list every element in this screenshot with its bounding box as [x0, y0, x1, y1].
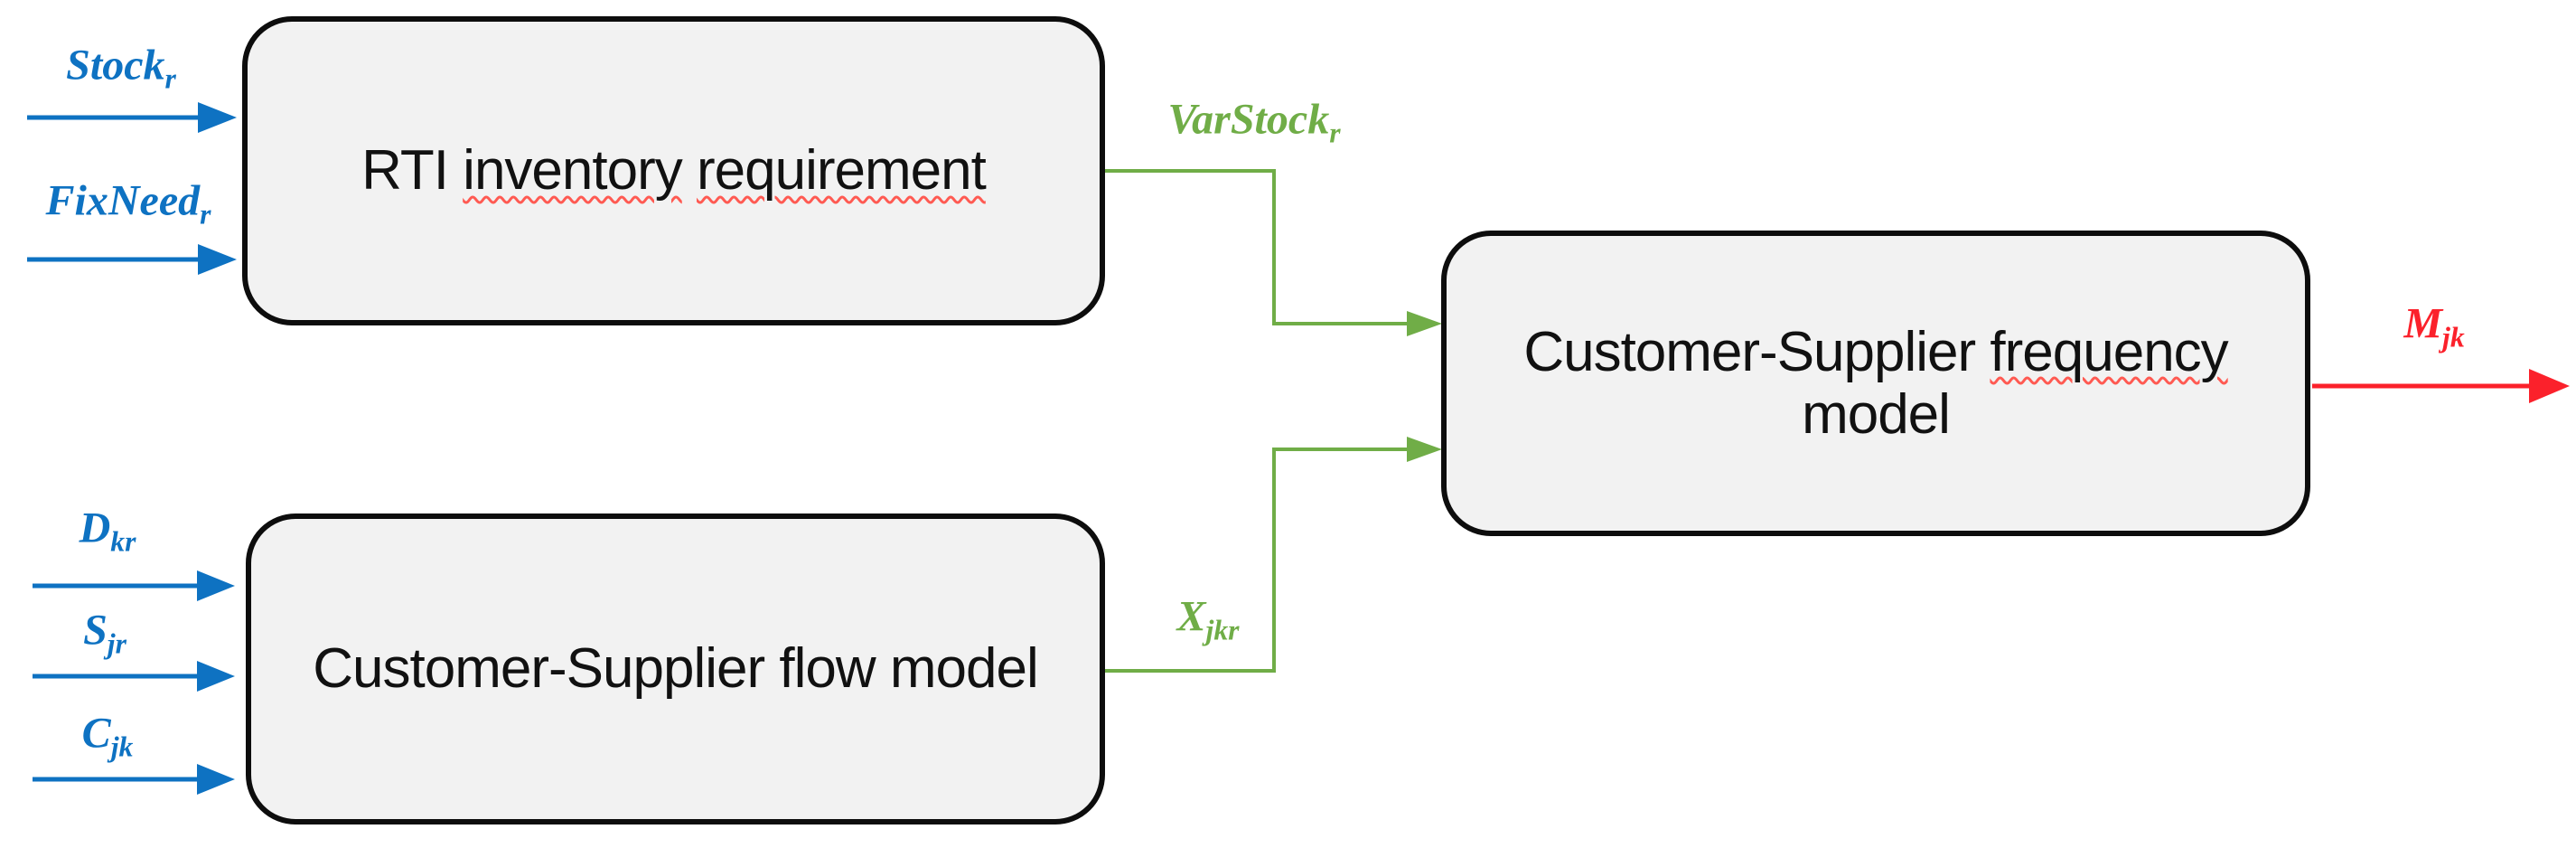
- math-subscript: jk: [2442, 321, 2465, 353]
- math-base: D: [79, 504, 111, 552]
- arrowhead-icon: [197, 570, 235, 601]
- math-subscript: r: [200, 198, 211, 230]
- connector-arrow-x-jkr: [1105, 437, 1442, 673]
- label-word-misspelled: requirement: [696, 139, 987, 203]
- input-label-fixneed-r: FixNeedr: [45, 176, 211, 231]
- math-subscript: r: [164, 62, 176, 94]
- connector-arrow-varstock-r: [1105, 169, 1442, 336]
- arrowhead-icon: [197, 661, 235, 692]
- arrowhead-icon: [198, 244, 237, 275]
- customer-supplier-frequency-model-label: Customer-Supplier frequency model: [1505, 321, 2245, 447]
- arrowhead-icon: [198, 102, 237, 133]
- input-label-s-jr: Sjr: [83, 606, 126, 660]
- label-word-misspelled: frequency: [1990, 320, 2228, 383]
- rti-inventory-requirement-label: RTI inventory requirement: [343, 139, 1004, 202]
- customer-supplier-frequency-model-box: Customer-Supplier frequency model: [1441, 231, 2310, 536]
- arrowhead-icon: [2529, 369, 2570, 403]
- math-base: S: [83, 606, 108, 655]
- math-base: C: [81, 709, 111, 758]
- connector-label-varstock-r: VarStockr: [1167, 95, 1341, 149]
- math-subscript: jk: [110, 730, 134, 762]
- arrowhead-icon: [1407, 311, 1442, 336]
- input-arrow-fixneed-r: [27, 244, 237, 275]
- label-word: Customer-Supplier: [1523, 320, 1976, 383]
- math-base: VarStock: [1167, 95, 1330, 144]
- math-base: M: [2403, 299, 2443, 348]
- connector-label-x-jkr: Xjkr: [1176, 592, 1240, 646]
- math-subscript: jkr: [1205, 614, 1240, 645]
- label-word: model: [1802, 383, 1951, 446]
- math-base: X: [1176, 592, 1206, 641]
- math-subscript: jr: [107, 627, 126, 659]
- customer-supplier-flow-model-box: Customer-Supplier flow model: [246, 514, 1105, 824]
- label-word: RTI: [361, 139, 449, 203]
- rti-inventory-requirement-box: RTI inventory requirement: [242, 16, 1105, 325]
- output-label-m-jk: Mjk: [2403, 299, 2464, 353]
- input-label-stock-r: Stockr: [66, 41, 176, 95]
- math-subscript: r: [1329, 117, 1341, 148]
- customer-supplier-flow-model-label: Customer-Supplier flow model: [313, 637, 1038, 701]
- output-arrow-m-jk: [2312, 369, 2570, 403]
- input-arrow-stock-r: [27, 102, 237, 133]
- arrowhead-icon: [197, 764, 235, 795]
- math-base: FixNeed: [45, 176, 201, 225]
- math-base: Stock: [66, 41, 165, 90]
- input-label-c-jk: Cjk: [81, 709, 134, 763]
- input-arrow-c-jk: [33, 764, 235, 795]
- input-arrow-s-jr: [33, 661, 235, 692]
- input-label-d-kr: Dkr: [79, 504, 136, 558]
- input-arrow-d-kr: [33, 570, 235, 601]
- label-word-misspelled: inventory: [463, 139, 683, 203]
- arrowhead-icon: [1407, 437, 1442, 462]
- math-subscript: kr: [110, 525, 136, 557]
